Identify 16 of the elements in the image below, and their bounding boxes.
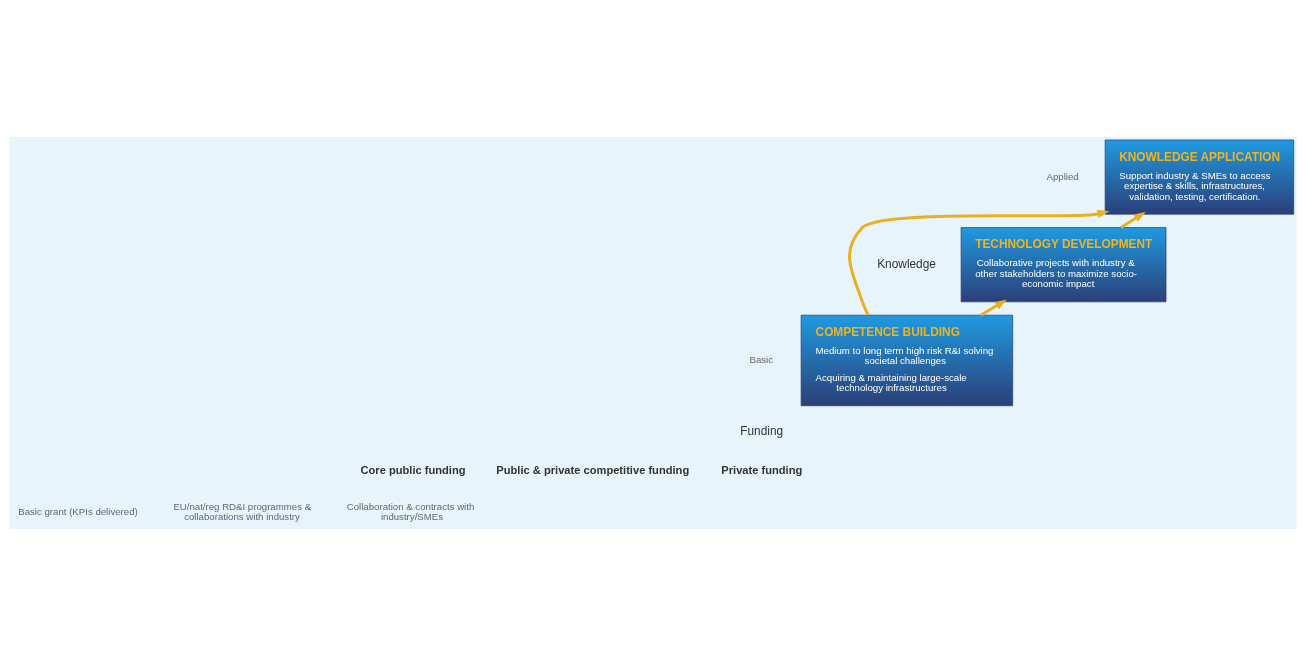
node-box: KNOWLEDGE APPLICATION Support industry & SMEs to access expertise & skills, infrastructures, validation, testing, certification. <box>1104 139 1295 215</box>
label: Private funding <box>721 463 803 476</box>
label: Core public funding <box>360 463 466 476</box>
label: Basic grant (KPIs delivered) <box>18 505 138 517</box>
label: Knowledge <box>877 256 936 271</box>
node-box: TECHNOLOGY DEVELOPMENT Collaborative projects with industry & other stakeholders to maximize socio-economic impact <box>960 226 1167 302</box>
label: Collaboration & contracts with industry/SMEs <box>346 500 475 522</box>
label: Public & private competitive funding <box>496 463 690 476</box>
arrow <box>980 299 1007 316</box>
label: Applied <box>1046 170 1079 182</box>
node-box: COMPETENCE BUILDING Medium to long term high risk R&I solving societal challenges Acquiring & maintaining large-scale technology infrastructures <box>800 314 1014 406</box>
label: EU/nat/reg RD&I programmes & collaborations with industry <box>173 500 312 522</box>
arrow <box>1120 211 1146 229</box>
label: Basic <box>749 353 774 365</box>
label: Funding <box>740 423 784 438</box>
arrow <box>848 209 1110 316</box>
